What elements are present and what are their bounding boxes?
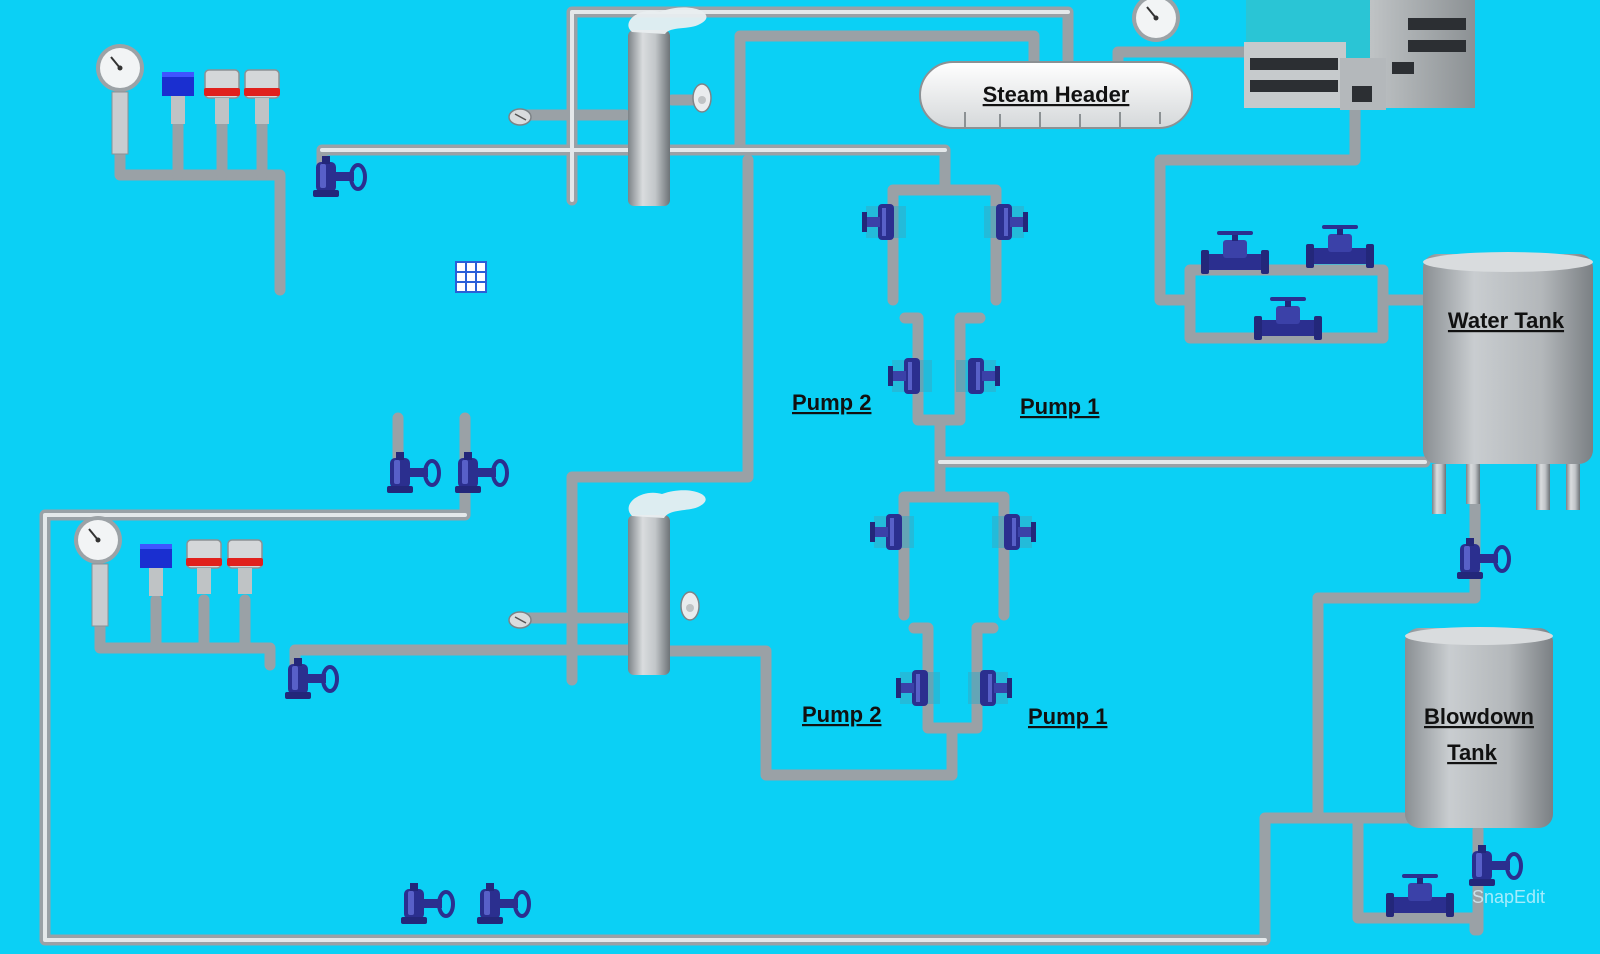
lower-pump-1[interactable]	[968, 670, 1012, 706]
blowdown-tank-label-line2: Tank	[1447, 740, 1497, 765]
piping-network	[39, 6, 1484, 946]
upper-pump-2[interactable]	[888, 358, 932, 394]
globe-valve-icon[interactable]	[1455, 536, 1511, 581]
chimney-icon	[628, 490, 706, 518]
globe-valve-icon[interactable]	[385, 450, 441, 495]
temperature-sensor-icon	[680, 591, 700, 621]
chimney-icon	[628, 7, 707, 35]
blowdown-tank[interactable]: Blowdown Tank	[1405, 627, 1553, 828]
steam-separator-lower	[628, 490, 706, 675]
globe-valve-icon[interactable]	[399, 881, 455, 926]
upper-pump-1[interactable]	[956, 358, 1000, 394]
transmitter-icon	[185, 539, 223, 595]
globe-valve-icon[interactable]	[283, 656, 339, 701]
instrument-stems	[91, 91, 129, 627]
globe-valve-icon[interactable]	[1467, 843, 1523, 888]
transmitter-icon	[140, 544, 172, 596]
transmitter-icon	[243, 69, 281, 125]
gate-valve-icon[interactable]	[1306, 225, 1374, 268]
gate-valve-icon[interactable]	[1201, 231, 1269, 274]
lower-pump-2[interactable]	[896, 670, 940, 706]
globe-valve-icon[interactable]	[311, 154, 367, 199]
gate-valve-icon[interactable]	[1386, 874, 1454, 917]
upper-pump-2-label: Pump 2	[792, 390, 871, 415]
watermark: SnapEdit	[1472, 887, 1545, 907]
blowdown-tank-label-line1: Blowdown	[1424, 704, 1534, 729]
steam-separator-upper	[628, 7, 707, 206]
building-icon	[1244, 0, 1475, 110]
pressure-gauge-icon	[73, 515, 123, 565]
transmitter-icon	[226, 539, 264, 595]
temperature-sensor-icon	[692, 83, 712, 113]
globe-valve-icon[interactable]	[475, 881, 531, 926]
transmitter-icon	[203, 69, 241, 125]
water-tank-label: Water Tank	[1448, 308, 1565, 333]
steam-header-label: Steam Header	[983, 82, 1130, 107]
globe-valve-icon[interactable]	[453, 450, 509, 495]
transmitter-icon	[162, 72, 194, 124]
water-tank[interactable]: Water Tank	[1423, 252, 1593, 514]
temperature-sensor-icon	[508, 108, 532, 126]
grid-icon[interactable]	[455, 261, 487, 293]
gate-valve-icon[interactable]	[1254, 297, 1322, 340]
gate-valve-icon[interactable]	[992, 514, 1036, 550]
pressure-gauge-icon	[1131, 0, 1181, 43]
steam-header[interactable]: Steam Header	[919, 61, 1193, 129]
gate-valve-icon[interactable]	[862, 204, 906, 240]
lower-pump-2-label: Pump 2	[802, 702, 881, 727]
gate-valve-icon[interactable]	[984, 204, 1028, 240]
lower-pump-1-label: Pump 1	[1028, 704, 1107, 729]
temperature-sensor-icon	[508, 611, 532, 629]
pressure-gauge-icon	[95, 43, 145, 93]
gate-valve-icon[interactable]	[870, 514, 914, 550]
upper-pump-1-label: Pump 1	[1020, 394, 1099, 419]
